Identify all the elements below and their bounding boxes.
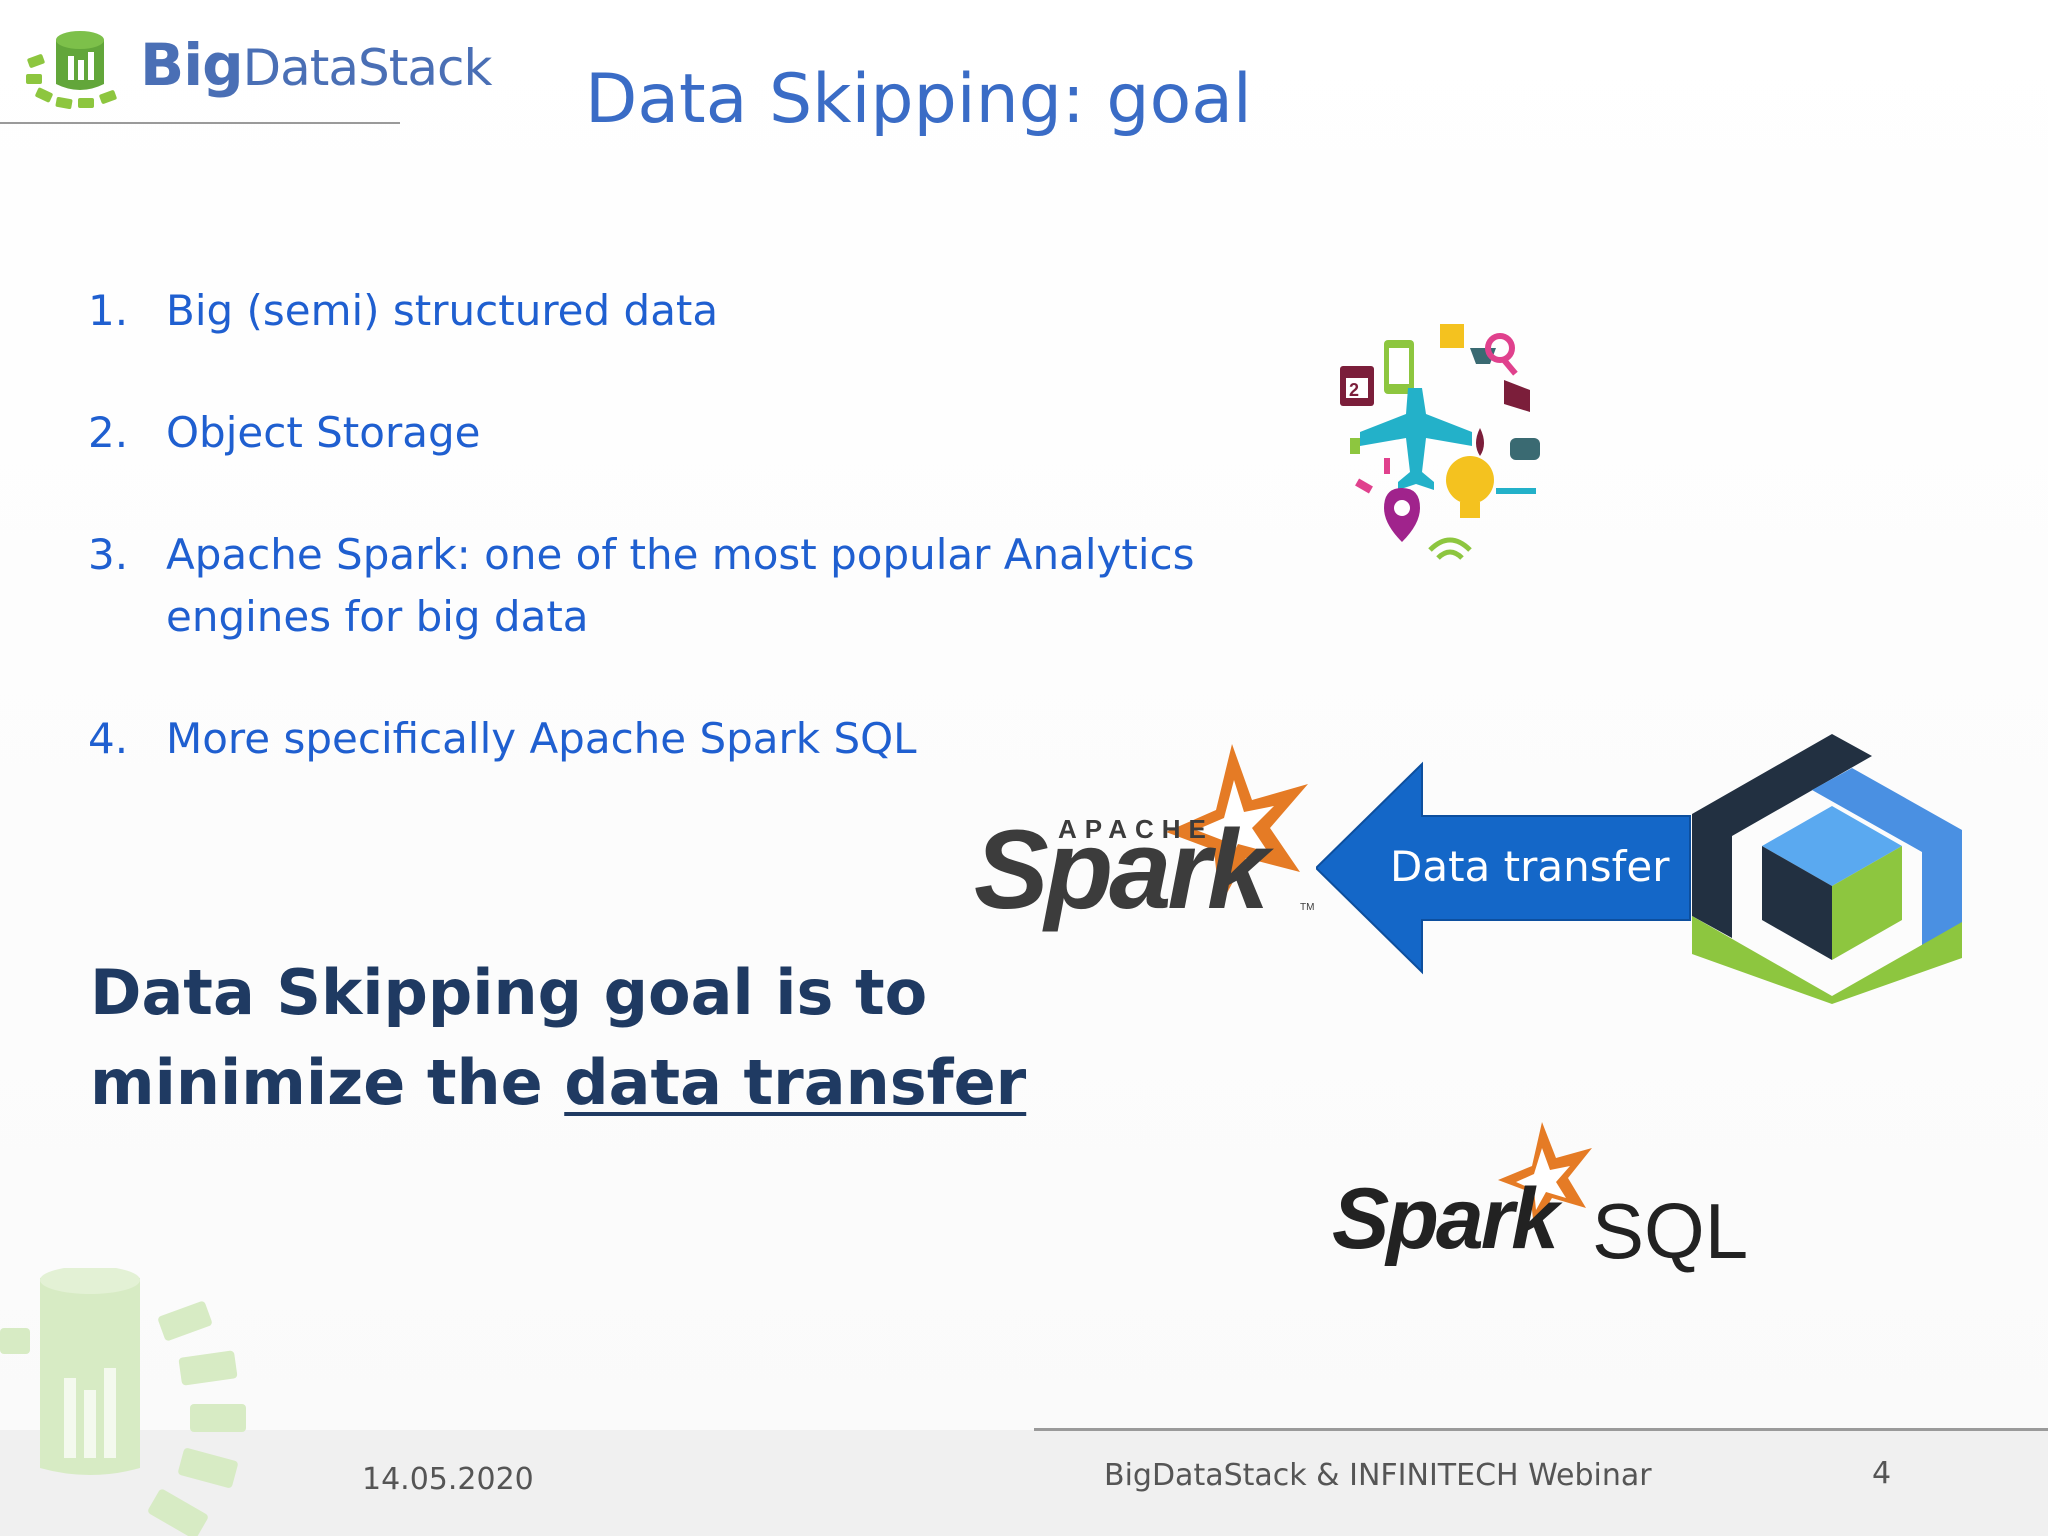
goal-emphasis: data transfer — [564, 1046, 1027, 1119]
header-rule — [0, 122, 400, 124]
logo-wordmark: BigDataStack — [140, 30, 493, 103]
goal-text: Data Skipping goal is to minimize the — [90, 956, 928, 1119]
sparksql-spark-text: Spark — [1332, 1171, 1563, 1267]
footer-webinar: BigDataStack & INFINITECH Webinar — [1104, 1458, 1652, 1493]
list-number: 4. — [88, 714, 129, 763]
data-transfer-arrow — [1316, 761, 1691, 975]
spark-sql-logo: Spark SQL — [1332, 1122, 1748, 1275]
arrow-label: Data transfer — [1390, 842, 1670, 891]
sparksql-sql-text: SQL — [1592, 1187, 1748, 1275]
spark-tm-text: TM — [1300, 902, 1314, 913]
list-number: 2. — [88, 408, 129, 457]
goal-list: 1. Big (semi) structured data 2. Object … — [88, 280, 1218, 830]
list-text: Object Storage — [166, 408, 481, 457]
list-text: Apache Spark: one of the most popular An… — [166, 530, 1195, 641]
list-item: 2. Object Storage — [88, 402, 1218, 464]
slide-title: Data Skipping: goal — [585, 60, 1252, 139]
spark-apache-text: APACHE — [1058, 814, 1214, 844]
footer-bar — [0, 1430, 2048, 1536]
logo-text-big: Big — [140, 31, 244, 99]
logo-text-rest: DataStack — [242, 39, 493, 97]
object-storage-cube-icon — [1692, 734, 1962, 1004]
spark-word-text: Spark — [974, 807, 1274, 932]
list-text: More specifically Apache Spark SQL — [166, 714, 917, 763]
list-number: 3. — [88, 530, 129, 579]
page-number: 4 — [1872, 1456, 1892, 1491]
list-item: 1. Big (semi) structured data — [88, 280, 1218, 342]
footer-date: 14.05.2020 — [362, 1462, 534, 1497]
list-item: 4. More specifically Apache Spark SQL — [88, 708, 1218, 770]
goal-statement: Data Skipping goal is to minimize the da… — [90, 948, 1040, 1128]
bigdatastack-logo: BigDataStack — [22, 22, 492, 112]
logo-icon — [26, 31, 117, 109]
apache-spark-logo: APACHE Spark TM — [974, 744, 1314, 932]
footer-rule — [1034, 1428, 2048, 1431]
background-logo-icon — [0, 1268, 246, 1536]
list-item: 3. Apache Spark: one of the most popular… — [88, 524, 1206, 648]
list-text: Big (semi) structured data — [166, 286, 719, 335]
svg-text:2: 2 — [1349, 380, 1359, 400]
big-data-icons-cluster: 2 — [1340, 324, 1540, 560]
list-number: 1. — [88, 286, 129, 335]
